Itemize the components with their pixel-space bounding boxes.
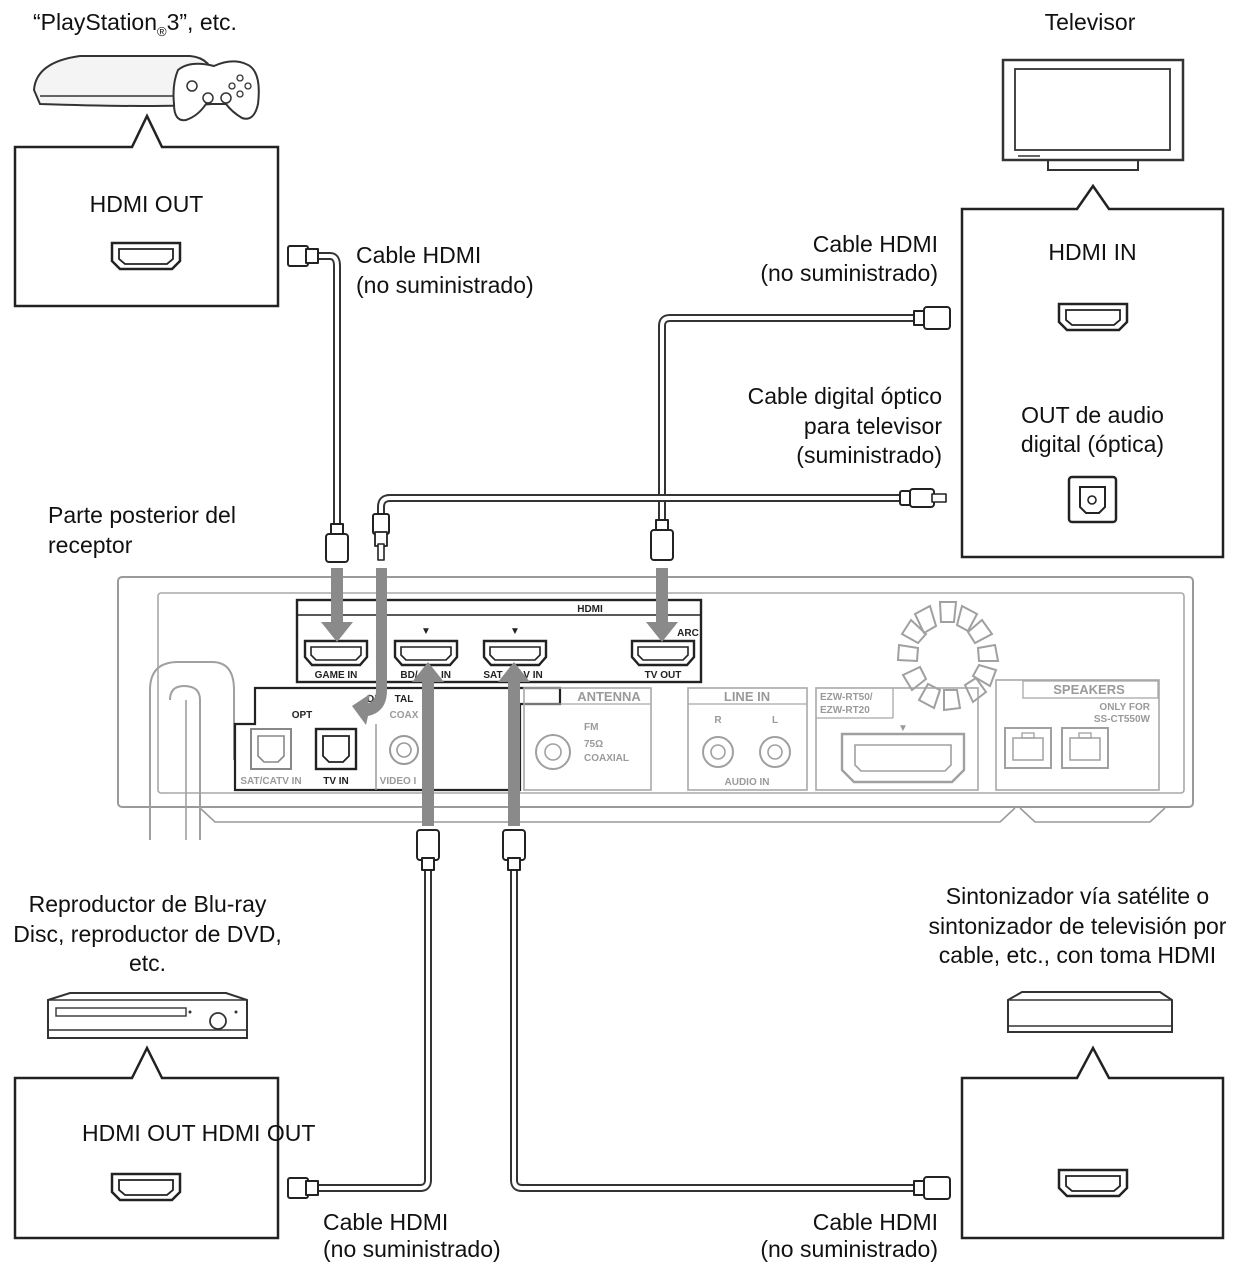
fan-vent-icon bbox=[896, 601, 1000, 712]
satellite-cable-label-line2: (no suministrado) bbox=[760, 1236, 938, 1262]
ps3-callout-box bbox=[13, 113, 280, 308]
sat-catv-optical-port-icon bbox=[250, 728, 292, 770]
tv-hdmi-cable bbox=[650, 306, 951, 561]
bd-in-label: BD/ bbox=[400, 670, 417, 681]
sat-in-label: SAT bbox=[483, 670, 502, 681]
antenna-label: ANTENNA bbox=[577, 689, 641, 704]
game-in-label: GAME IN bbox=[315, 670, 358, 681]
bluray-port-label: HDMI OUT HDMI OUT bbox=[82, 1120, 316, 1146]
ezw-label-1: EZW-RT50/ bbox=[820, 692, 873, 703]
fm-antenna-jack-icon bbox=[535, 734, 571, 770]
ps3-cable-label-line1: Cable HDMI bbox=[356, 242, 482, 268]
panel-coax-label: COAX bbox=[390, 710, 419, 721]
game-in-port-icon bbox=[303, 639, 369, 667]
tv-illustration bbox=[1001, 58, 1185, 171]
tv-hdmi-in-port-icon bbox=[1057, 302, 1129, 332]
bd-in-suffix-label: IN bbox=[441, 670, 451, 681]
line-in-label: LINE IN bbox=[724, 689, 770, 704]
tv-title: Televisor bbox=[1044, 9, 1136, 35]
line-in-l-label: L bbox=[772, 715, 778, 726]
receiver-rear-panel: HDMI ARC ▼ ▼ GAME IN BD/ IN SAT V IN TV … bbox=[117, 576, 1194, 840]
audio-in-r-jack-icon bbox=[702, 736, 734, 768]
bluray-player-illustration bbox=[47, 992, 248, 1039]
arrow-to-tv-in bbox=[352, 568, 387, 725]
coaxial-label: COAXIAL bbox=[584, 753, 629, 764]
tv-in-optical-port-icon bbox=[314, 727, 358, 771]
bluray-cable-label-line2: (no suministrado) bbox=[323, 1236, 501, 1262]
optical-cable-label-line2: para televisor bbox=[803, 413, 942, 439]
bd-in-port-icon bbox=[393, 639, 459, 667]
svg-text:▼: ▼ bbox=[421, 626, 431, 637]
coax-jack-icon bbox=[389, 735, 419, 765]
sat-catv-in-label: SAT/CATV IN bbox=[240, 776, 301, 787]
bluray-title-line3: etc. bbox=[128, 950, 167, 976]
svg-text:▼: ▼ bbox=[898, 723, 908, 734]
arrow-to-sat-in bbox=[498, 662, 530, 826]
ps3-port-label: HDMI OUT bbox=[89, 191, 204, 217]
panel-digital-label: DI bbox=[367, 694, 377, 705]
tv-out-label: TV OUT bbox=[645, 670, 682, 681]
arrow-to-game-in bbox=[321, 568, 353, 642]
ps3-cable-label-line2: (no suministrado) bbox=[356, 272, 534, 298]
optical-cable-label-line3: (suministrado) bbox=[796, 442, 942, 468]
ezw-label-2: EZW-RT20 bbox=[820, 705, 870, 716]
only-for-label-2: SS-CT550W bbox=[1094, 714, 1151, 725]
tv-in-label: TV IN bbox=[323, 776, 349, 787]
speaker-jack-1-icon bbox=[1004, 727, 1052, 769]
tv-cable-label-line1: Cable HDMI bbox=[812, 231, 938, 257]
video-label: VIDEO I bbox=[380, 776, 417, 787]
receiver-caption-line1: Parte posterior del bbox=[48, 502, 236, 528]
ezw-port-icon bbox=[840, 732, 966, 784]
satellite-hdmi-port-icon bbox=[1057, 1168, 1129, 1198]
audio-in-label: AUDIO IN bbox=[725, 777, 770, 788]
tv-optical-port-icon bbox=[1067, 475, 1118, 524]
bluray-title-line1: Reproductor de Blu-ray bbox=[28, 891, 267, 917]
optical-cable-label-line1: Cable digital óptico bbox=[747, 383, 942, 409]
panel-opt-label: OPT bbox=[292, 710, 313, 721]
tv-hdmi-in-label: HDMI IN bbox=[1048, 239, 1137, 265]
ps3-console-illustration bbox=[32, 55, 260, 122]
ohm-label: 75Ω bbox=[584, 739, 603, 750]
panel-digital-suffix-label: TAL bbox=[395, 694, 414, 705]
ps3-title: “PlayStation®3”, etc. bbox=[33, 9, 237, 39]
speakers-label: SPEAKERS bbox=[1053, 682, 1125, 697]
arrow-to-bd-in bbox=[412, 662, 444, 826]
optical-cable bbox=[372, 488, 947, 561]
bluray-callout-box bbox=[13, 1045, 280, 1240]
receiver-caption-line2: receptor bbox=[48, 532, 133, 558]
tv-out-port-icon bbox=[630, 639, 696, 667]
ps3-hdmi-cable bbox=[287, 245, 349, 563]
tv-callout-box bbox=[960, 183, 1225, 559]
satellite-title-line2: sintonizador de televisión por bbox=[928, 913, 1227, 939]
svg-text:▼: ▼ bbox=[510, 626, 520, 637]
bluray-hdmi-cable bbox=[287, 829, 440, 1199]
only-for-label-1: ONLY FOR bbox=[1099, 702, 1150, 713]
sat-in-port-icon bbox=[482, 639, 548, 667]
bluray-title-line2: Disc, reproductor de DVD, bbox=[13, 921, 282, 947]
speaker-jack-2-icon bbox=[1061, 727, 1109, 769]
satellite-title-line3: cable, etc., con toma HDMI bbox=[938, 942, 1217, 968]
satellite-cable-label-line1: Cable HDMI bbox=[812, 1209, 938, 1235]
satellite-title-line1: Sintonizador vía satélite o bbox=[945, 883, 1210, 909]
tv-cable-label-line2: (no suministrado) bbox=[760, 260, 938, 286]
sat-in-suffix-label: V IN bbox=[523, 670, 542, 681]
line-in-r-label: R bbox=[714, 715, 722, 726]
bluray-cable-label-line1: Cable HDMI bbox=[323, 1209, 449, 1235]
satellite-hdmi-cable bbox=[502, 829, 951, 1200]
tv-optical-label-line1: OUT de audio bbox=[1021, 402, 1164, 428]
panel-arc-label: ARC bbox=[677, 628, 699, 639]
ps3-hdmi-port-icon bbox=[110, 241, 182, 271]
panel-hdmi-label: HDMI bbox=[577, 604, 603, 615]
tv-optical-label-line2: digital (óptica) bbox=[1020, 431, 1165, 457]
satellite-callout-box bbox=[960, 1045, 1225, 1240]
arrow-to-tv-out bbox=[646, 568, 678, 642]
satellite-tuner-illustration bbox=[1007, 991, 1173, 1033]
bluray-hdmi-port-icon bbox=[110, 1172, 182, 1202]
audio-in-l-jack-icon bbox=[759, 736, 791, 768]
fm-label: FM bbox=[584, 722, 598, 733]
